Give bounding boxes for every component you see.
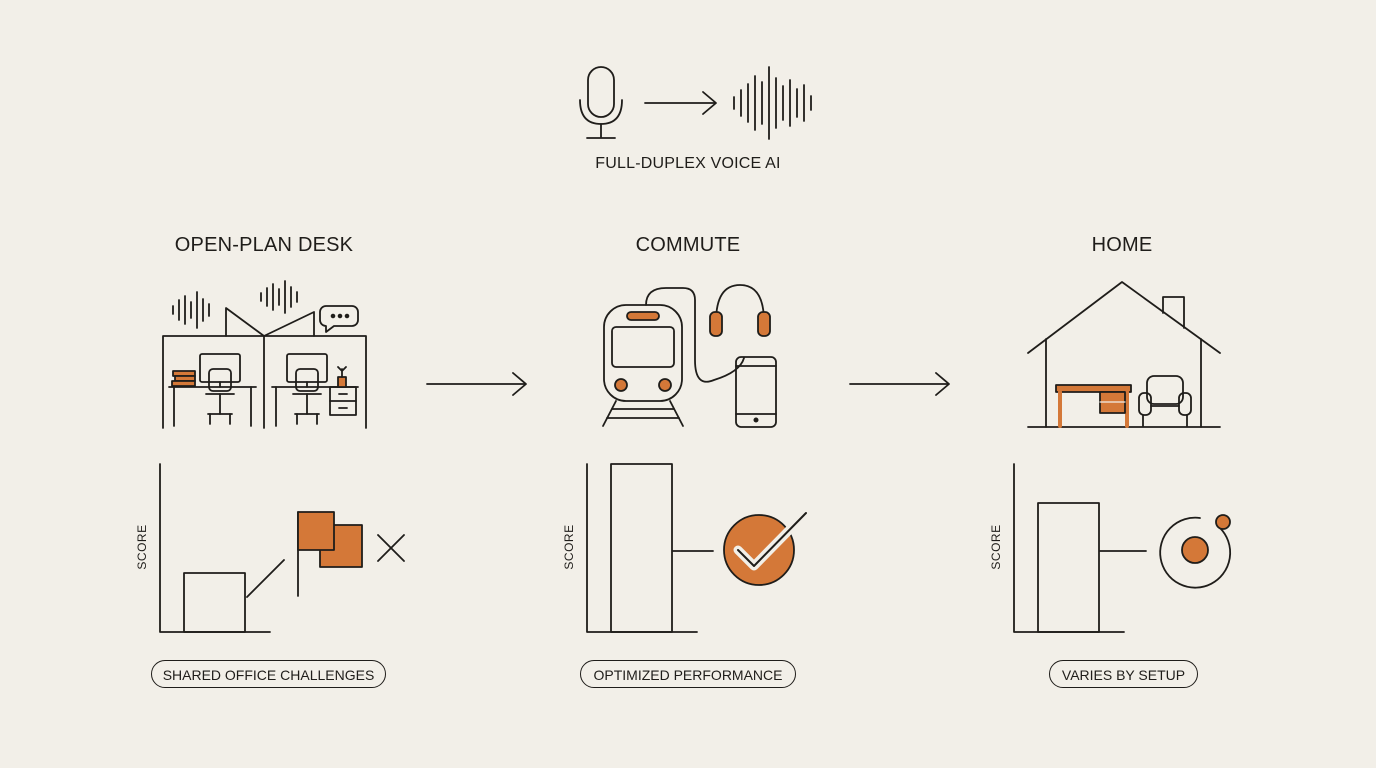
armchair-icon xyxy=(1138,375,1192,427)
open-plan-desk-illustration xyxy=(162,280,367,429)
sound-wave-icon xyxy=(733,66,812,140)
noise-wave-icon xyxy=(172,291,210,329)
home-illustration xyxy=(1027,281,1221,428)
arrow-right-icon xyxy=(644,91,717,115)
header-caption: FULL-DUPLEX VOICE AI xyxy=(595,155,781,172)
variable-target-icon xyxy=(1159,514,1231,589)
arrow-right-icon xyxy=(426,372,527,396)
connector-line xyxy=(246,559,285,598)
headphones-icon xyxy=(709,284,771,337)
column-title-open-plan: OPEN-PLAN DESK xyxy=(174,234,354,256)
column-title-commute: COMMUTE xyxy=(635,234,741,256)
badge-open-plan: SHARED OFFICE CHALLENGES xyxy=(151,660,386,688)
y-axis-label: SCORE xyxy=(562,524,576,570)
column-title-home: HOME xyxy=(1091,234,1153,256)
score-chart-open-plan xyxy=(159,463,405,633)
score-chart-home xyxy=(1013,463,1231,633)
headphone-cable xyxy=(645,287,745,383)
noise-wave-icon xyxy=(260,280,298,314)
score-bar xyxy=(1037,502,1100,633)
badge-home: VARIES BY SETUP xyxy=(1049,660,1198,688)
y-axis-label: SCORE xyxy=(135,524,149,570)
close-icon xyxy=(377,534,405,562)
score-bar xyxy=(610,463,673,633)
chat-bubble-icon xyxy=(319,305,359,333)
score-bar xyxy=(183,572,246,633)
commute-illustration xyxy=(602,284,777,428)
badge-commute: OPTIMIZED PERFORMANCE xyxy=(580,660,796,688)
interrupted-flags-icon xyxy=(297,511,363,597)
smartphone-icon xyxy=(735,356,777,428)
microphone-icon xyxy=(579,66,623,139)
y-axis-label: SCORE xyxy=(989,524,1003,570)
checkmark-icon xyxy=(723,508,811,586)
desk-icon xyxy=(1055,384,1132,428)
train-icon xyxy=(602,304,684,427)
arrow-right-icon xyxy=(849,372,950,396)
score-chart-commute xyxy=(586,463,811,633)
